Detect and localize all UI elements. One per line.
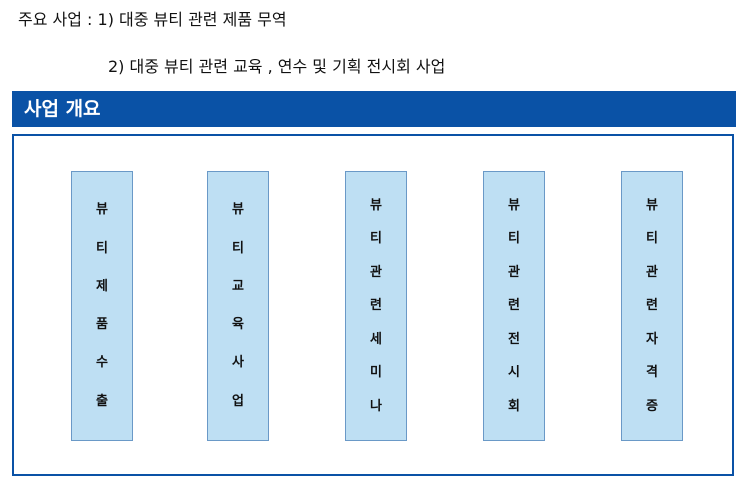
- pillar-char: 뷰: [232, 202, 244, 218]
- pillar-char: 미: [370, 365, 382, 380]
- pillar-char: 티: [508, 231, 520, 246]
- pillar-char: 업: [232, 393, 244, 409]
- pillar-char: 티: [232, 240, 244, 256]
- pillar-char: 련: [508, 298, 520, 313]
- pillar-char: 제: [96, 278, 108, 294]
- pillar-char: 수: [96, 355, 108, 371]
- intro-line-1: 주요 사업 : 1) 대중 뷰티 관련 제품 무역: [18, 10, 287, 29]
- pillar-char: 련: [370, 298, 382, 313]
- intro-line-2: 2) 대중 뷰티 관련 교육 , 연수 및 기획 전시회 사업: [108, 57, 446, 76]
- pillar-char: 품: [96, 317, 108, 333]
- pillar-char: 뷰: [646, 197, 658, 213]
- pillar-char: 련: [646, 298, 658, 313]
- pillar-char: 관: [370, 264, 382, 280]
- pillar-char: 출: [96, 393, 108, 409]
- pillar-char: 사: [232, 355, 244, 371]
- pillar-char: 뷰: [370, 197, 382, 213]
- pillar-char: 회: [508, 398, 520, 414]
- pillar-char: 뷰: [96, 202, 108, 218]
- pillar-char: 티: [370, 231, 382, 246]
- pillar-char: 세: [370, 331, 382, 347]
- pillar-char: 시: [508, 365, 520, 380]
- pillar-char: 교: [232, 278, 244, 294]
- pillar-char: 관: [646, 264, 658, 280]
- pillar-char: 관: [508, 264, 520, 280]
- section-header: 사업 개요: [12, 91, 736, 127]
- pillar-char: 티: [646, 231, 658, 246]
- pillar-char: 자: [646, 331, 658, 347]
- pillar-char: 증: [646, 398, 658, 414]
- pillar-char: 뷰: [508, 197, 520, 213]
- pillar-char: 전: [508, 331, 520, 347]
- pillar-char: 육: [232, 317, 244, 333]
- pillar-char: 나: [370, 398, 382, 414]
- pillar-char: 티: [96, 240, 108, 256]
- pillar-char: 격: [646, 365, 658, 380]
